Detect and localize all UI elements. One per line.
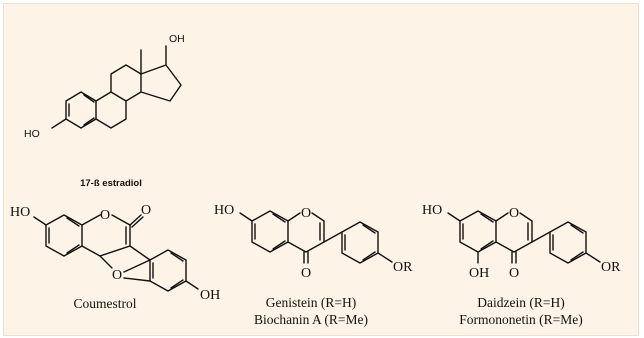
figure-panel xyxy=(3,3,639,336)
genistein-structure: HO O O OR Genistein (R=H) Biochanin A (R… xyxy=(214,203,413,327)
coumestrol-bonds xyxy=(33,214,199,292)
estradiol-bonds xyxy=(51,45,182,129)
coumestrol-ho: HO xyxy=(10,205,30,220)
estradiol-ho-left: HO xyxy=(24,128,40,140)
coumestrol-structure: HO O O O OH Coumestrol xyxy=(10,203,220,311)
daidzein-or: OR xyxy=(601,260,621,275)
coumestrol-o-ring: O xyxy=(100,208,110,223)
daidzein-o-carbonyl: O xyxy=(509,266,519,281)
coumestrol-label: Coumestrol xyxy=(74,296,137,311)
daidzein-o-ring: O xyxy=(509,206,519,221)
estradiol-oh-top: OH xyxy=(169,33,185,45)
genistein-o-carbonyl: O xyxy=(301,266,311,281)
daidzein-label: Daidzein (R=H) xyxy=(477,295,564,310)
formononetin-label: Formononetin (R=Me) xyxy=(459,312,582,327)
coumestrol-oh: OH xyxy=(200,288,220,303)
daidzein-bonds xyxy=(447,210,601,264)
daidzein-structure: HO O O OH OR Daidzein (R=H) Formononetin… xyxy=(422,203,621,327)
coumestrol-o-furan: O xyxy=(112,268,122,283)
genistein-label: Genistein (R=H) xyxy=(266,295,356,310)
estradiol-label: 17-ß estradiol xyxy=(80,178,142,189)
estradiol-structure: OH HO 17-ß estradiol xyxy=(24,33,185,189)
genistein-bonds xyxy=(239,210,393,264)
daidzein-ho: HO xyxy=(422,203,442,218)
coumestrol-o-carbonyl: O xyxy=(141,203,151,218)
genistein-ho: HO xyxy=(214,203,234,218)
biochanin-label: Biochanin A (R=Me) xyxy=(254,312,368,327)
genistein-o-ring: O xyxy=(301,206,311,221)
daidzein-oh: OH xyxy=(469,266,489,281)
genistein-or: OR xyxy=(393,260,413,275)
